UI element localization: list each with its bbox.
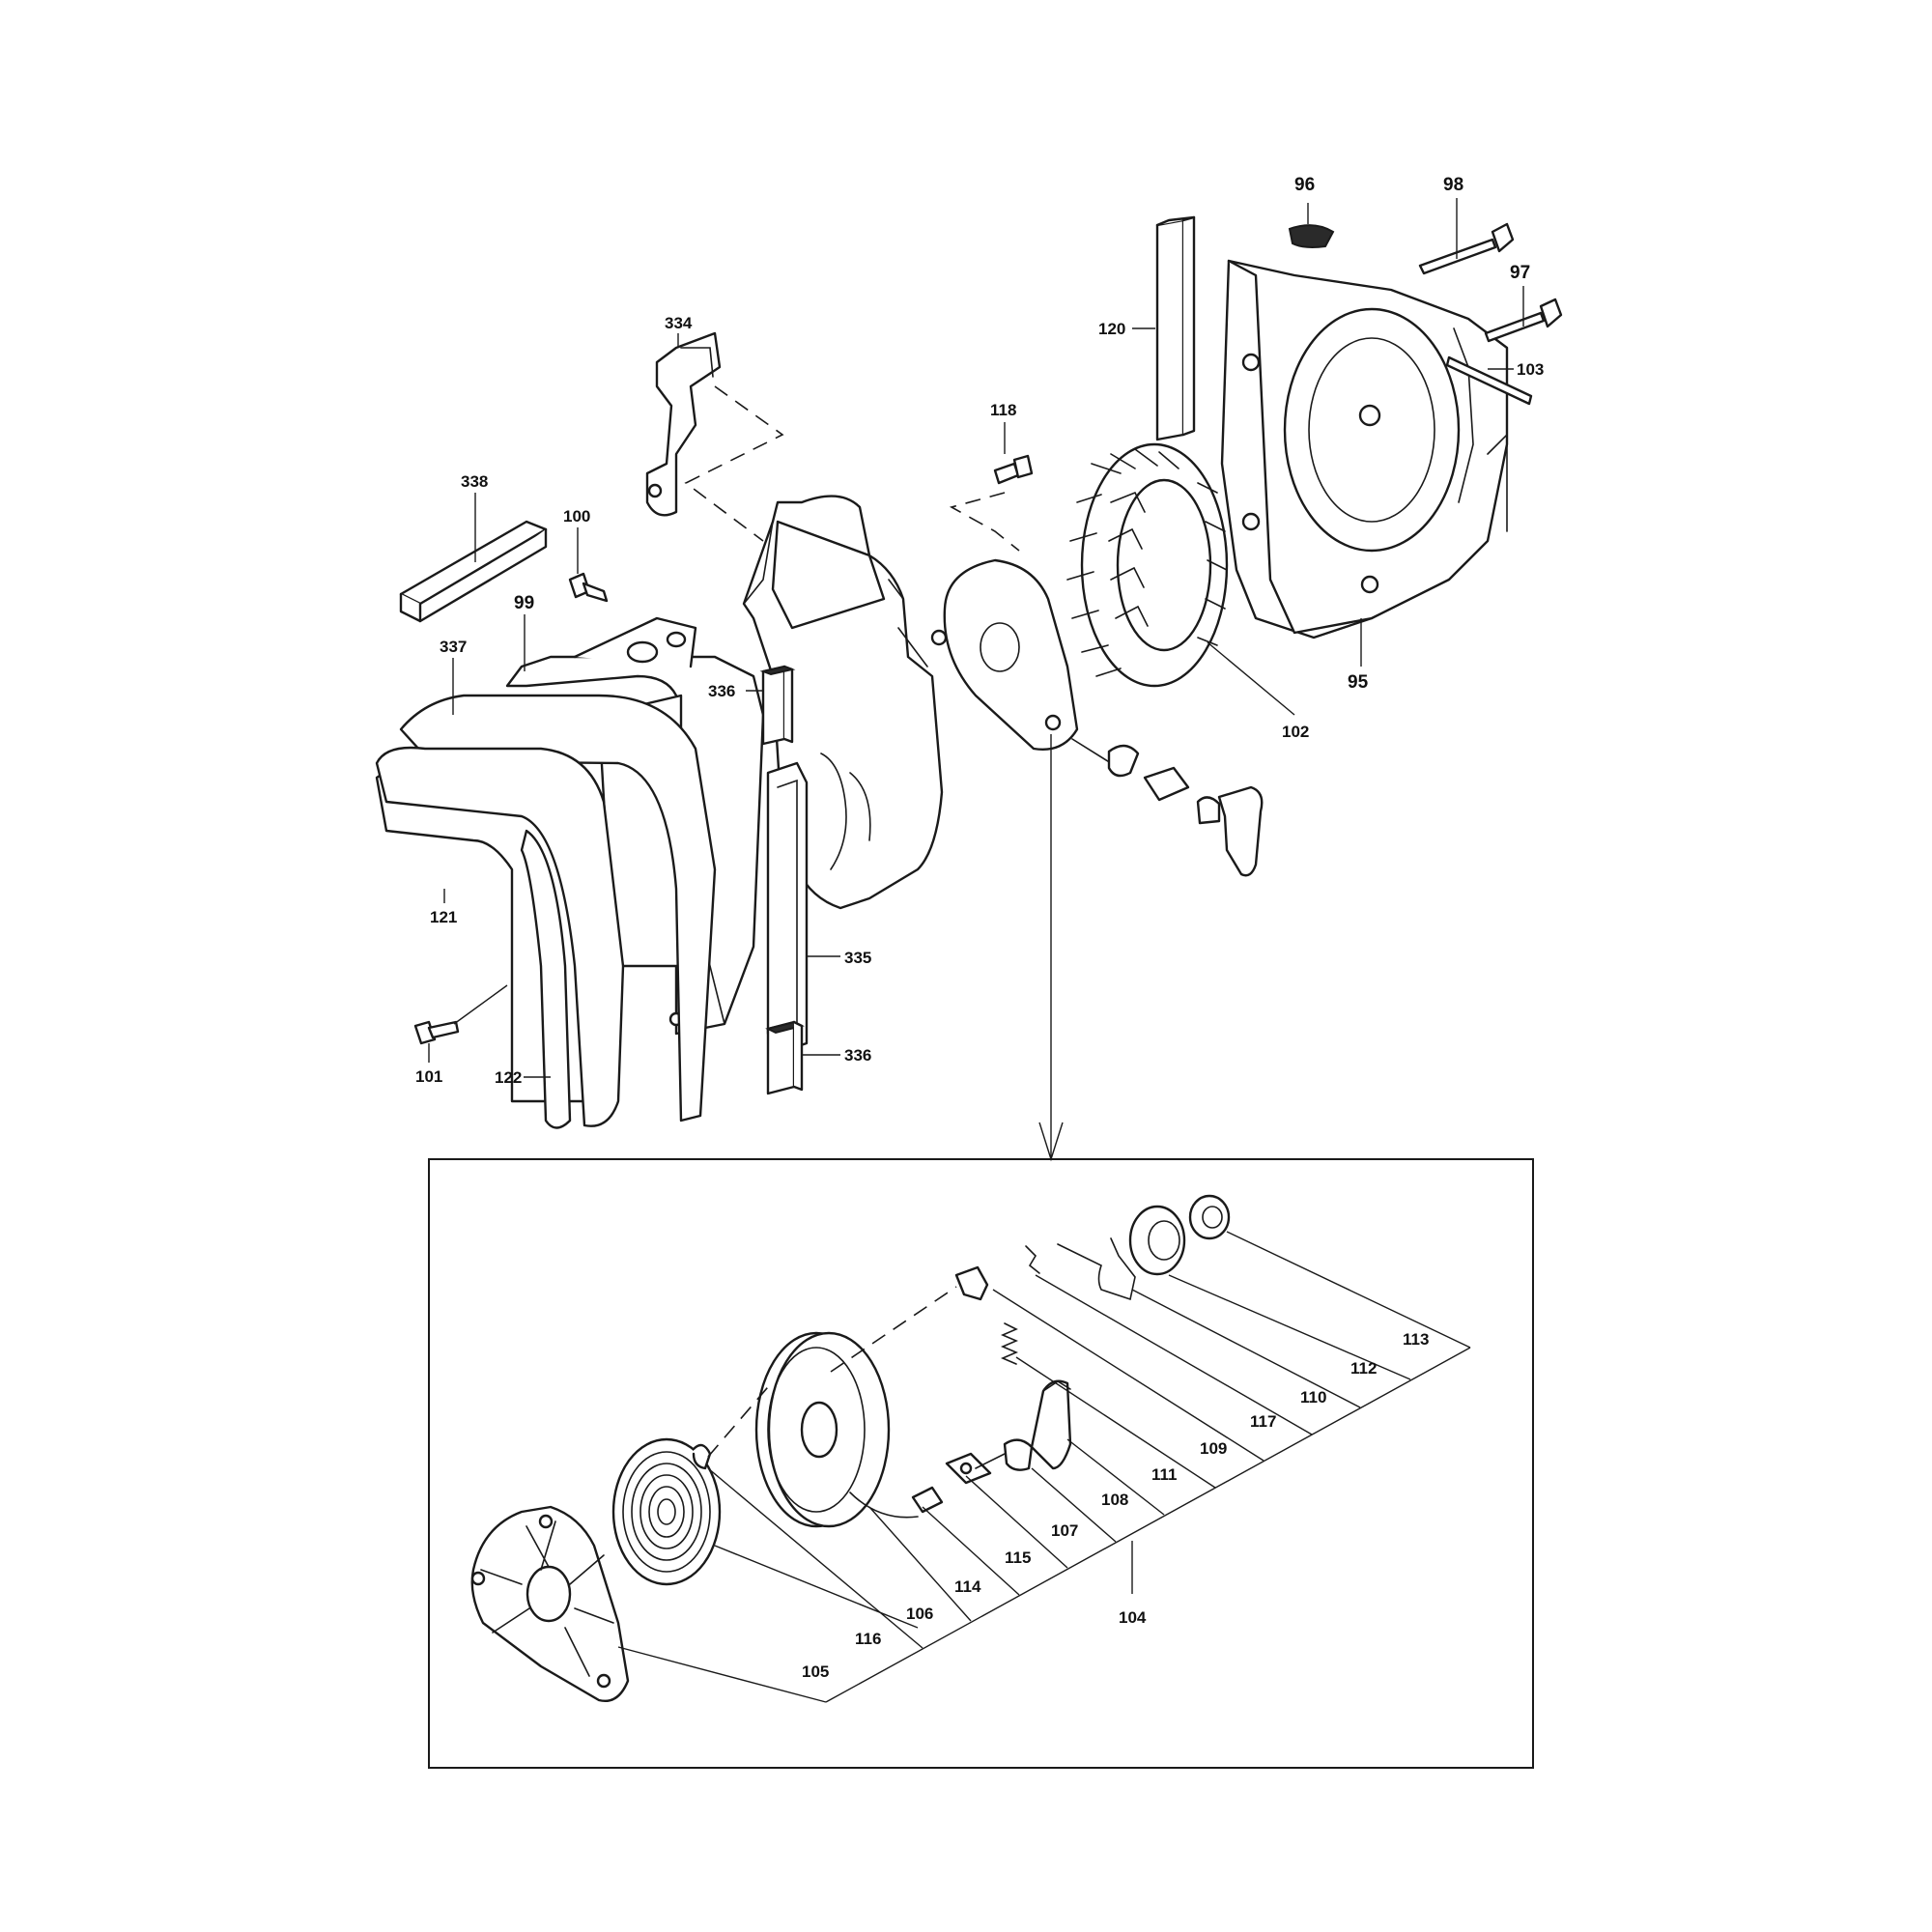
label-336-lower: 336 [844,1046,871,1065]
dashed-line-334 [684,385,784,542]
pawl-117-part [954,1265,989,1301]
label-96: 96 [1294,175,1315,195]
gasket-122-part [375,746,625,1129]
label-122: 122 [495,1068,522,1087]
label-100: 100 [563,507,590,526]
label-111: 111 [1151,1465,1178,1484]
label-335: 335 [844,949,871,967]
pad-336-lower-part [765,1020,805,1095]
label-107: 107 [1051,1521,1078,1540]
gasket-337-part [399,694,717,1122]
starter-housing-part [470,1505,630,1702]
label-118: 118 [990,401,1016,419]
pad-335-part [766,761,809,1055]
spring-111-part [1000,1322,1019,1365]
label-114: 114 [954,1577,981,1596]
label-334: 334 [665,314,693,332]
label-336-upper: 336 [708,682,735,700]
label-116: 116 [855,1630,881,1648]
label-108: 108 [1101,1491,1128,1509]
clip-106-part [692,1443,712,1470]
pad-336-upper-part [759,665,796,746]
pad-338-part [399,520,548,623]
label-120: 120 [1098,320,1125,338]
spring-109-part [1025,1245,1040,1274]
label-337: 337 [440,638,467,656]
flywheel-fan-part [1066,442,1229,688]
strip-103-part [1445,355,1533,406]
label-113: 113 [1403,1330,1429,1349]
label-106: 106 [906,1605,933,1623]
label-109: 109 [1200,1439,1227,1458]
detail-arrow [1038,734,1064,1162]
spiral-spring-part [611,1437,722,1586]
label-115: 115 [1005,1548,1031,1567]
starter-cover-part [930,558,1264,877]
bolt-101-part [413,1020,460,1045]
washer-112-part [1128,1205,1186,1276]
dashed-line-detail-a [707,1380,774,1458]
bracket-334-part [645,331,722,517]
bolt-100-part [568,572,609,603]
bolt-97-part [1484,298,1563,343]
label-104: 104 [1119,1608,1147,1627]
collector-line [825,1347,1471,1703]
label-97: 97 [1510,263,1530,283]
label-112: 112 [1350,1359,1377,1378]
fan-housing-part [1220,259,1509,639]
pulley-part [754,1331,919,1528]
label-103: 103 [1517,360,1544,379]
label-105: 105 [802,1662,829,1681]
clip-113-part [1188,1194,1231,1240]
rope-handle-part [911,1379,1072,1514]
bolt-98-part [1418,222,1515,275]
label-98: 98 [1443,175,1463,195]
label-117: 117 [1250,1412,1276,1431]
dashed-line-118 [949,492,1020,552]
label-101: 101 [415,1067,442,1086]
cap-96-part [1288,224,1335,248]
label-102: 102 [1282,723,1309,741]
label-99: 99 [514,593,534,613]
guide-110-part [1057,1237,1136,1301]
label-338: 338 [461,472,488,491]
dashed-line-detail-b [830,1286,957,1373]
label-110: 110 [1300,1388,1326,1406]
label-121: 121 [430,908,457,926]
bolt-118-part [993,454,1034,485]
detail-box-frame [428,1158,1534,1769]
foam-pad-part [1155,215,1196,441]
label-95: 95 [1348,672,1369,693]
